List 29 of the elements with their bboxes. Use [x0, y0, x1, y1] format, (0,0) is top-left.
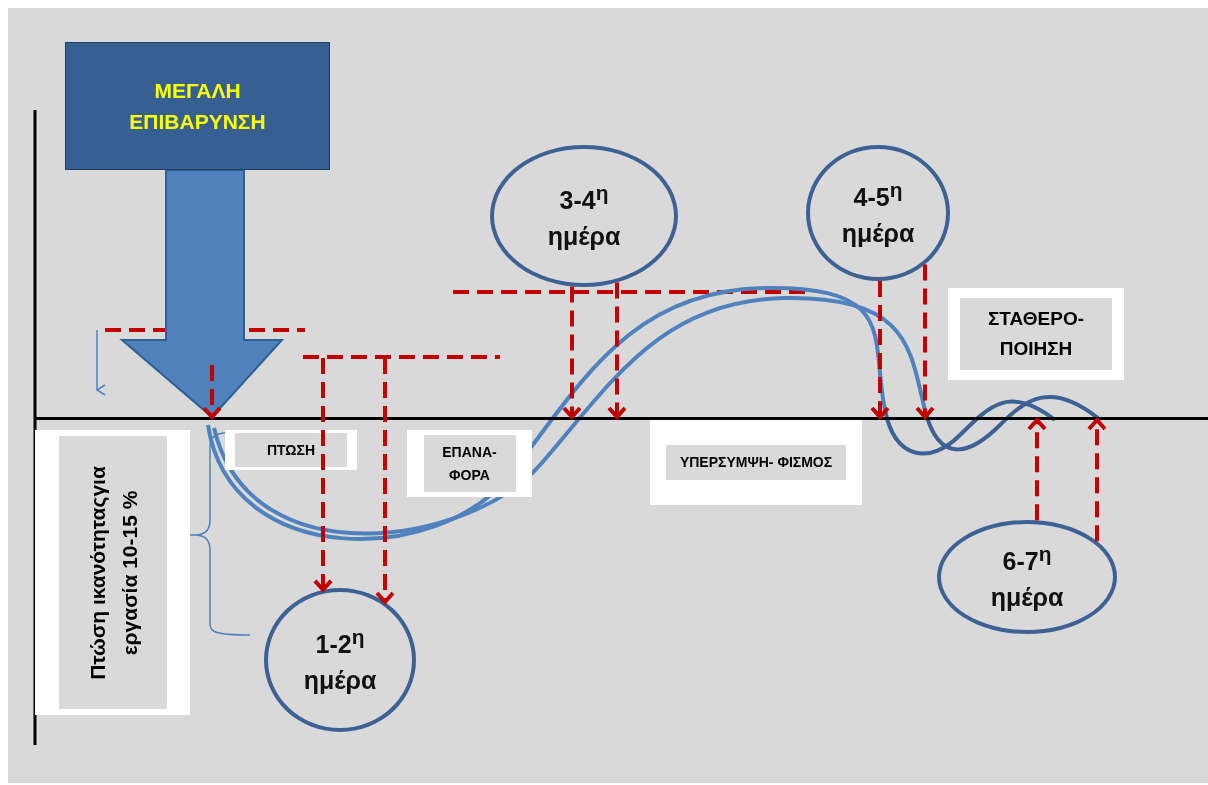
day-label: 6-7$^{η}$ ημέρα [989, 540, 1065, 614]
label-card [650, 420, 862, 505]
day-label: 3-4$^{η}$ ημέρα [546, 179, 622, 253]
label-card [225, 430, 357, 470]
label-card [407, 430, 532, 497]
title-box: ΜΕΓΑΛΗ ΕΠΙΒΑΡΥΝΣΗ [65, 42, 330, 170]
phase-label: ΠΤΩΣΗ [235, 432, 347, 468]
dashed-arrow [562, 286, 582, 419]
dashed-arrow [607, 282, 627, 419]
day-label: 1-2$^{η}$ ημέρα [302, 623, 378, 697]
phase-label: ΕΠΑΝΑ- ΦΟΡΑ [423, 435, 516, 492]
dashed-arrow [313, 358, 333, 592]
dashed-arrow [870, 280, 890, 419]
dashed-arrow [202, 365, 222, 419]
day-ellipse [490, 145, 678, 287]
day-label: 4-5$^{η}$ ημέρα [840, 176, 916, 250]
day-ellipse [264, 588, 416, 732]
phase-label: ΣΤΑΘΕΡΟ- ΠΟΙΗΣΗ [960, 297, 1112, 371]
dashed-arrow [375, 358, 395, 604]
dashed-arrow [1087, 418, 1107, 542]
phase-label: ΥΠΕΡΣΥΜΨΗ- ΦΙΣΜΟΣ [666, 445, 846, 480]
horizontal-axis [35, 417, 1208, 420]
label-card [948, 288, 1124, 380]
label-card [35, 430, 190, 715]
dashed-arrow [915, 264, 935, 419]
day-ellipse [937, 520, 1117, 634]
dashed-arrow [1027, 418, 1047, 521]
drop-note: Πτώση ικανότηταςγια εργασία 10-15 % [84, 464, 142, 682]
day-ellipse [806, 145, 950, 281]
